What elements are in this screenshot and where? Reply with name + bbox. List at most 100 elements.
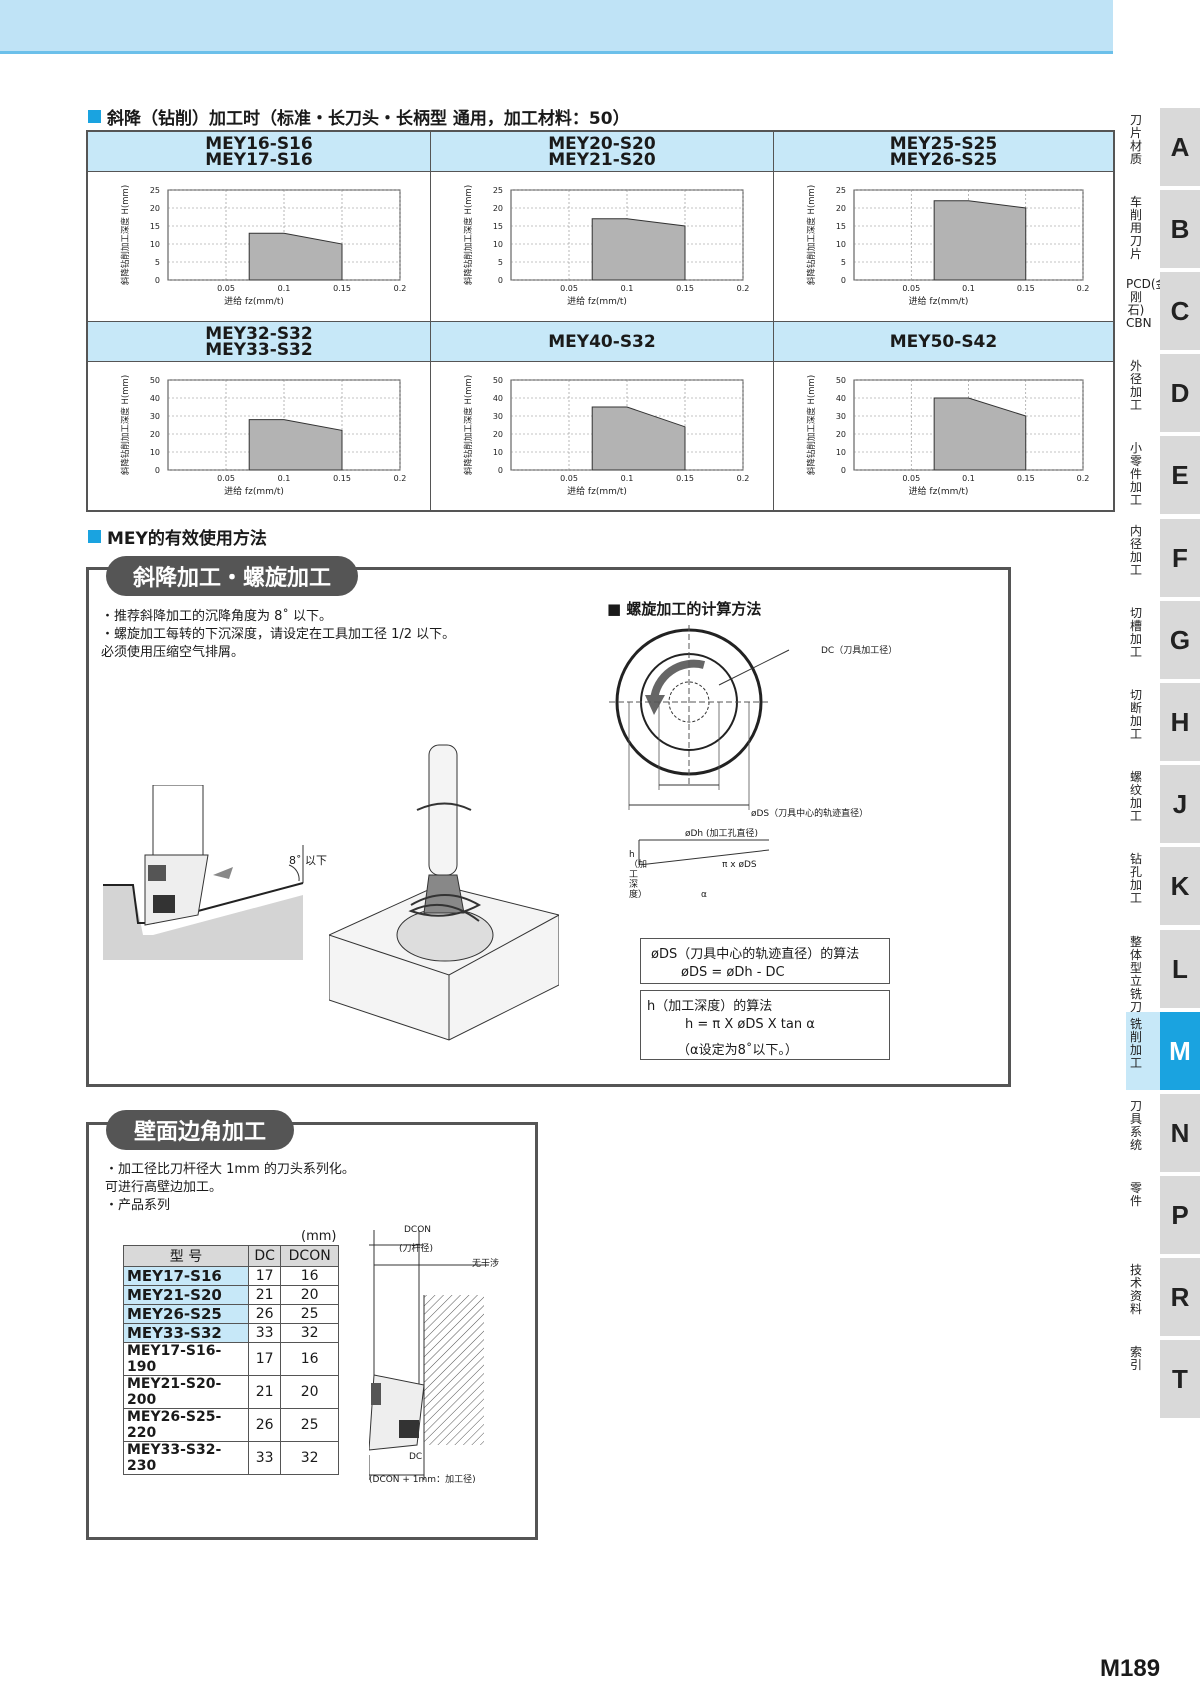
y-tick-label: 25 xyxy=(836,186,846,195)
y-tick-label: 25 xyxy=(150,186,160,195)
column-header: 型 号 xyxy=(123,1245,249,1267)
y-tick-label: 10 xyxy=(150,448,160,457)
x-tick-label: 0.05 xyxy=(560,474,578,483)
x-tick-label: 0.2 xyxy=(737,474,750,483)
y-axis-label: 斜降钻削加工深度 H(mm) xyxy=(806,185,817,285)
y-tick-label: 10 xyxy=(836,448,846,457)
x-axis-label: 进给 fz(mm/t) xyxy=(567,485,627,497)
tab-label: PCD(金刚石) CBN xyxy=(1126,277,1168,330)
tab-letter: H xyxy=(1160,683,1200,761)
panel-title-ramping: 斜降加工・螺旋加工 xyxy=(106,556,358,596)
chart-header: MEY50-S42 xyxy=(774,322,1113,362)
tab-g[interactable]: 切槽加工 G xyxy=(1126,601,1200,681)
h-label: h（加工深度） xyxy=(629,850,648,900)
x-axis-label: 进给 fz(mm/t) xyxy=(909,485,969,497)
formula-h-box: h（加工深度）的算法 h = π X øDS X tan α （α设定为8˚以下… xyxy=(640,990,890,1060)
tab-a[interactable]: 刀片材质 A xyxy=(1126,108,1200,188)
y-axis-label: 斜降钻削加工深度 H(mm) xyxy=(806,375,817,475)
y-axis-label: 斜降钻削加工深度 H(mm) xyxy=(120,185,131,285)
tab-label: 小零件加工 xyxy=(1129,441,1142,507)
tab-letter: L xyxy=(1160,930,1200,1008)
dc-label: DC（刀具加工径） xyxy=(821,646,898,656)
tab-letter: R xyxy=(1160,1258,1200,1336)
x-tick-label: 0.05 xyxy=(217,284,235,293)
chart-header: MEY40-S32 xyxy=(431,322,773,362)
tab-letter: B xyxy=(1160,190,1200,268)
tab-letter: N xyxy=(1160,1094,1200,1172)
x-axis-label: 进给 fz(mm/t) xyxy=(224,295,284,307)
tab-label: 外径加工 xyxy=(1129,359,1142,412)
tab-label: 技术资料 xyxy=(1129,1263,1142,1316)
header-band-line xyxy=(0,51,1113,54)
y-tick-label: 10 xyxy=(493,240,503,249)
y-tick-label: 15 xyxy=(493,222,503,231)
dc-label: DC xyxy=(409,1452,423,1462)
table-unit: (mm) xyxy=(301,1229,337,1244)
y-tick-label: 50 xyxy=(493,376,503,385)
tab-letter: A xyxy=(1160,108,1200,186)
tab-label: 零件 xyxy=(1129,1181,1142,1208)
section-title-ramping: 斜降（钻削）加工时（标准・长刀头・长柄型 通用，加工材料：50） xyxy=(88,104,630,129)
depth-area xyxy=(933,200,1027,281)
y-tick-label: 15 xyxy=(836,222,846,231)
x-tick-label: 0.1 xyxy=(278,284,291,293)
wall-corner-panel: ・加工径比刀杆径大 1mm 的刀头系列化。 可进行高壁边加工。 ・产品系列 (m… xyxy=(86,1122,538,1540)
depth-area xyxy=(591,406,686,471)
dh-label: øDh (加工孔直径) xyxy=(685,829,759,839)
wall-corner-diagram xyxy=(369,1230,489,1480)
ds-label: øDS（刀具中心的轨迹直径） xyxy=(751,809,869,819)
tab-letter: G xyxy=(1160,601,1200,679)
tab-letter: E xyxy=(1160,436,1200,514)
y-tick-label: 40 xyxy=(836,394,846,403)
tab-label: 刀片材质 xyxy=(1129,113,1142,166)
wall-notes: ・加工径比刀杆径大 1mm 的刀头系列化。 可进行高壁边加工。 ・产品系列 xyxy=(105,1162,355,1213)
tab-b[interactable]: 车削用刀片 B xyxy=(1126,190,1200,270)
tab-e[interactable]: 小零件加工 E xyxy=(1126,436,1200,516)
depth-area xyxy=(248,419,343,471)
y-tick-label: 20 xyxy=(493,204,503,213)
x-tick-label: 0.2 xyxy=(394,474,407,483)
y-tick-label: 0 xyxy=(155,276,160,285)
tab-label: 切槽加工 xyxy=(1129,606,1142,659)
alpha-label: α xyxy=(701,890,707,900)
x-tick-label: 0.05 xyxy=(902,284,920,293)
depth-area xyxy=(933,397,1027,471)
depth-area xyxy=(591,218,686,281)
y-tick-label: 20 xyxy=(493,430,503,439)
tab-label: 车削用刀片 xyxy=(1129,195,1142,261)
tab-r[interactable]: 技术资料 R xyxy=(1126,1258,1200,1338)
x-tick-label: 0.1 xyxy=(962,474,975,483)
y-tick-label: 10 xyxy=(493,448,503,457)
y-tick-label: 0 xyxy=(498,466,503,475)
tab-letter: M xyxy=(1160,1012,1200,1090)
x-tick-label: 0.05 xyxy=(217,474,235,483)
y-tick-label: 20 xyxy=(836,430,846,439)
y-tick-label: 30 xyxy=(836,412,846,421)
tab-letter: C xyxy=(1160,272,1200,350)
y-tick-label: 40 xyxy=(150,394,160,403)
tab-letter: J xyxy=(1160,765,1200,843)
